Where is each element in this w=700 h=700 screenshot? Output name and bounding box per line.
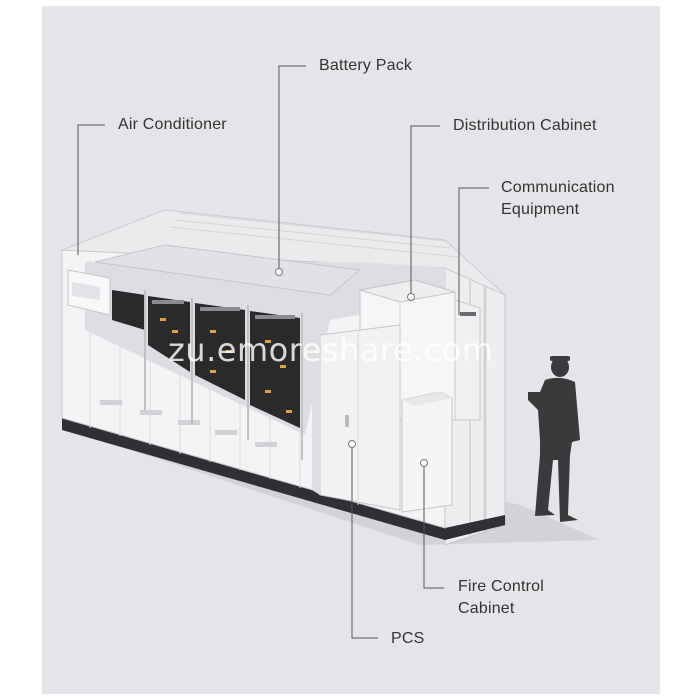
fire-control-cabinet-body xyxy=(401,391,453,513)
air-conditioner-unit xyxy=(67,269,111,316)
label-fire-control-line2: Cabinet xyxy=(458,600,515,617)
label-fire-control-line1: Fire Control xyxy=(458,578,544,595)
door-handles xyxy=(100,400,277,447)
leader-communication-equipment xyxy=(458,187,489,315)
communication-equipment-body xyxy=(454,299,481,421)
battery-rack-top xyxy=(94,244,362,296)
leader-lines xyxy=(77,65,489,639)
leader-battery-pack xyxy=(278,65,306,272)
label-distribution-cabinet: Distribution Cabinet xyxy=(453,117,597,134)
label-air-conditioner: Air Conditioner xyxy=(118,116,227,133)
worker-silhouette xyxy=(528,356,580,522)
rack-frames xyxy=(144,290,303,460)
leader-pcs xyxy=(351,444,378,639)
battery-racks xyxy=(112,290,300,428)
leader-dots xyxy=(275,268,428,467)
roof-corrugation xyxy=(169,212,459,258)
label-pcs: PCS xyxy=(391,630,425,647)
leader-distribution-cabinet xyxy=(410,125,440,297)
label-communication-line1: Communication xyxy=(501,179,615,196)
leader-fire-control-cabinet xyxy=(423,463,444,589)
label-battery-pack: Battery Pack xyxy=(319,57,413,74)
pcs-cabinet-body xyxy=(312,324,401,511)
leader-air-conditioner xyxy=(77,124,105,255)
watermark-text: zu.emoreshare.com xyxy=(168,331,494,369)
container-base xyxy=(62,418,505,540)
label-communication-line2: Equipment xyxy=(501,201,580,218)
battery-module-details xyxy=(152,300,295,413)
